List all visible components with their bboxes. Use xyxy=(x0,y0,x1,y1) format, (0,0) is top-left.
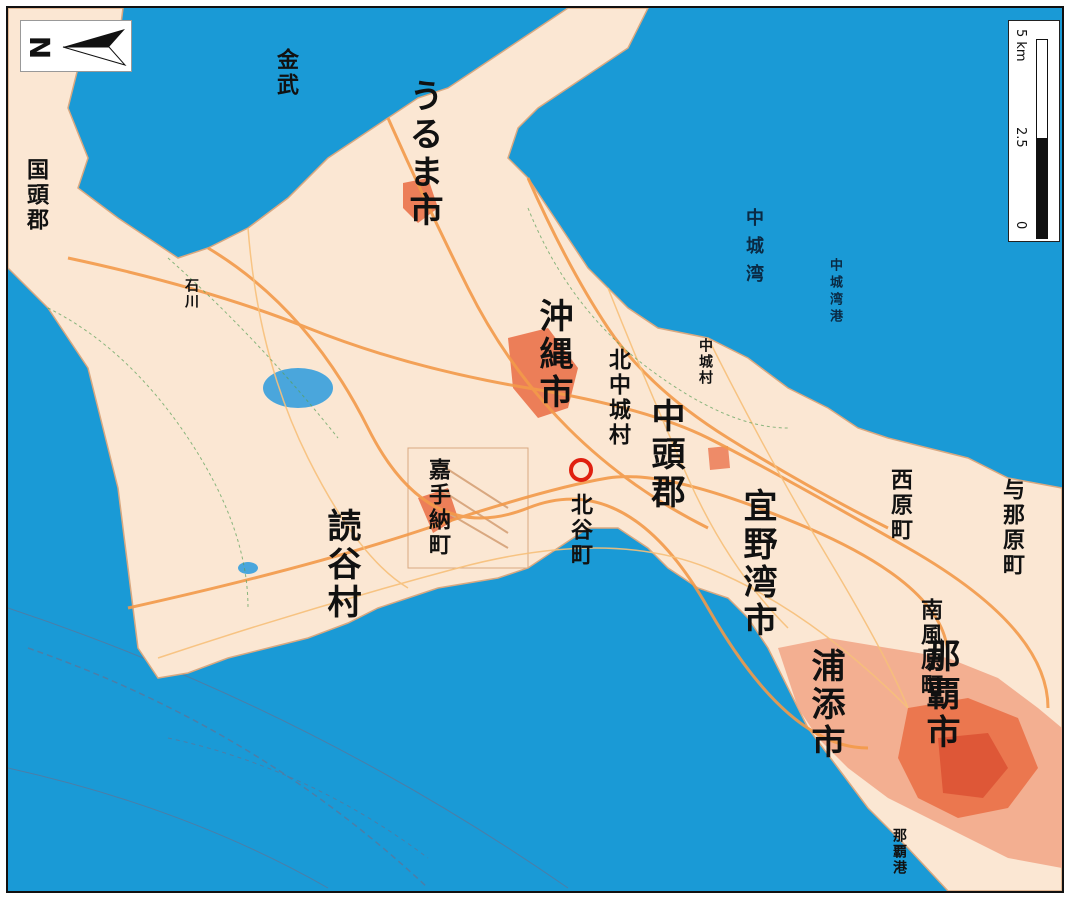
label-kitanakagusuku: 北中城村 xyxy=(605,348,630,448)
scale-label-max: 5 km xyxy=(1013,29,1028,62)
north-arrow: N xyxy=(20,20,132,72)
label-ginowan: 宜野湾市 xyxy=(737,488,777,640)
label-naha: 那覇市 xyxy=(920,638,960,752)
scale-bar: 0 2.5 5 km xyxy=(1008,20,1060,242)
label-nakagusukuwan: 中城湾 xyxy=(743,208,764,292)
label-nakagami: 中頭郡 xyxy=(645,398,685,512)
label-haebaru: 南風原町 xyxy=(917,598,942,698)
north-arrow-icon xyxy=(62,29,127,66)
label-nishihara: 西原町 xyxy=(887,468,912,543)
scale-label-mid: 2.5 xyxy=(1013,127,1028,148)
scale-segment-black xyxy=(1036,139,1048,239)
label-nakagusuku: 中城村 xyxy=(697,338,713,386)
study-site-circle xyxy=(569,458,593,482)
label-kunigami: 国頭郡 xyxy=(23,158,48,233)
label-kin: 金武 xyxy=(273,48,298,98)
scale-segment-white xyxy=(1036,39,1048,139)
map-frame: N 0 2.5 5 km 国頭郡 うるま市 沖縄市 中頭郡 北中城村 宜野湾市 … xyxy=(6,6,1064,893)
label-urasoe: 浦添市 xyxy=(805,648,845,762)
scale-label-zero: 0 xyxy=(1013,221,1028,230)
label-ishikawa: 石川 xyxy=(183,278,199,310)
label-chatan: 北谷町 xyxy=(567,493,592,568)
north-letter: N xyxy=(24,35,58,60)
label-nakagusuku-port: 中城湾港 xyxy=(827,258,842,326)
label-yomitan: 読谷村 xyxy=(321,508,361,622)
label-naha-port: 那覇港 xyxy=(891,828,907,876)
label-uruma: うるま市 xyxy=(403,78,443,230)
label-kadena: 嘉手納町 xyxy=(425,458,450,558)
label-okinawa: 沖縄市 xyxy=(533,298,573,412)
label-yonabaru: 与那原町 xyxy=(999,478,1024,578)
map-canvas xyxy=(8,8,1062,891)
